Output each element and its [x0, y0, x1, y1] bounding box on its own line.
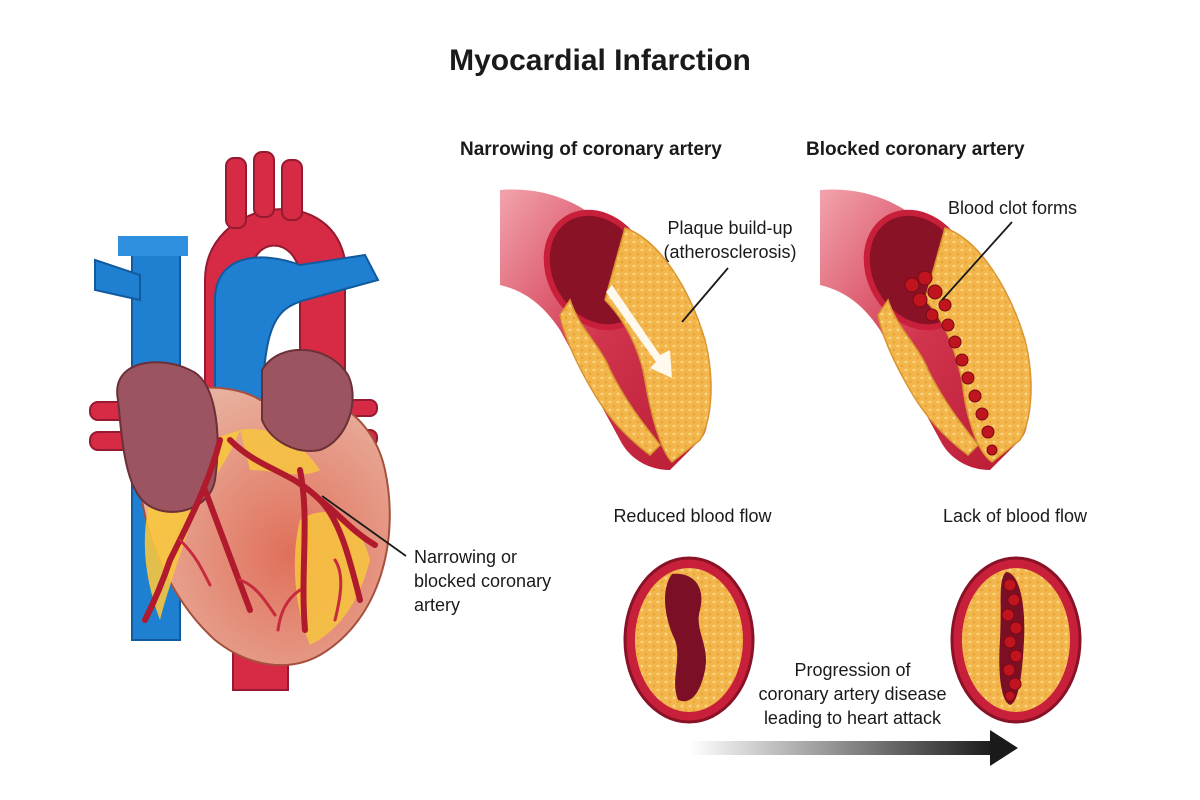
reduced-flow-cross-section [623, 556, 755, 724]
progression-line-3: leading to heart attack [763, 708, 942, 728]
progression-line-1: Progression of [794, 660, 911, 680]
blocked-artery-plaque [924, 227, 1032, 463]
plaque-callout-line-2: (atherosclerosis) [663, 242, 797, 262]
heart-callout-line-2: blocked coronary [414, 571, 552, 591]
cross-section-clot [1001, 578, 1023, 702]
lack-flow-caption: Lack of blood flow [942, 506, 1088, 526]
reduced-flow-lumen [664, 573, 706, 702]
blood-clot [904, 270, 998, 456]
plaque-callout-label: Plaque build-up (atherosclerosis) [640, 216, 820, 264]
heart-callout-label: Narrowing or blocked coronary artery [414, 545, 551, 617]
page-title: Myocardial Infarction [449, 44, 751, 77]
blocked-flow-cross-section [950, 556, 1082, 724]
right-atrium [116, 361, 219, 513]
narrowing-heading: Narrowing of coronary artery [460, 139, 722, 160]
heart-callout-line-3: artery [414, 595, 461, 615]
left-atrium [261, 348, 354, 452]
narrowed-artery-illustration [500, 189, 712, 470]
heart-callout-line [321, 495, 407, 557]
progression-label: Progression of coronary artery disease l… [740, 658, 965, 730]
narrowed-artery-plaque [604, 227, 712, 464]
heart-illustration [89, 151, 391, 691]
flow-arrow [606, 285, 672, 378]
plaque-callout-line-1: Plaque build-up [667, 218, 793, 238]
progression-arrow [690, 730, 1018, 766]
heart-callout-line-1: Narrowing or [414, 547, 518, 567]
clot-callout-label: Blood clot forms [948, 198, 1078, 218]
progression-line-2: coronary artery disease [758, 684, 947, 704]
blocked-heading: Blocked coronary artery [806, 139, 1025, 160]
blocked-artery-illustration [820, 189, 1032, 470]
reduced-flow-caption: Reduced blood flow [613, 506, 772, 526]
plaque-callout-line [681, 267, 729, 323]
clot-callout-line [941, 221, 1013, 301]
